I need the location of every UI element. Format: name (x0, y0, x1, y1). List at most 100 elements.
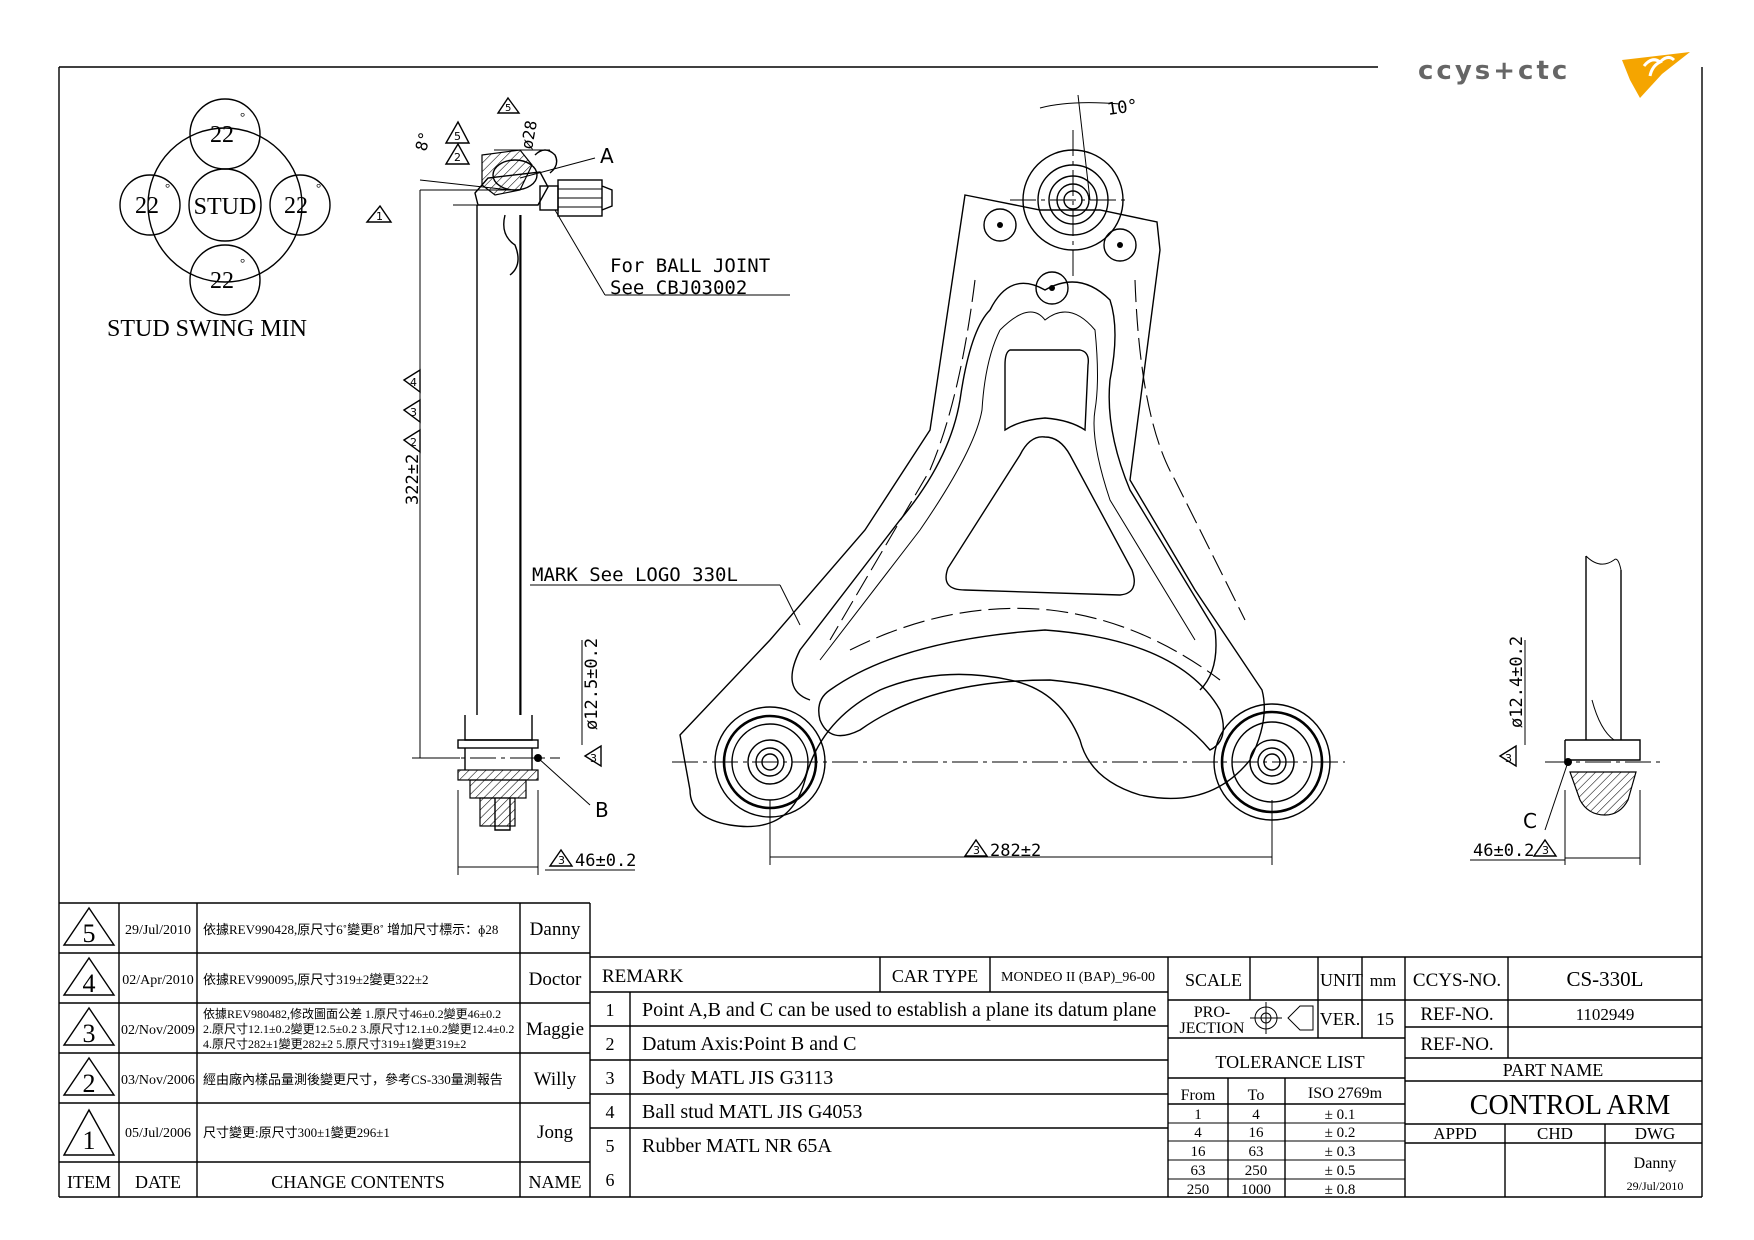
svg-text:250: 250 (1245, 1163, 1268, 1179)
svg-text:5: 5 (606, 1136, 615, 1156)
projection-symbol-icon (1250, 1002, 1314, 1034)
svg-text:Rubber MATL NR 65A: Rubber MATL NR 65A (642, 1135, 832, 1157)
svg-text:63: 63 (1191, 1163, 1206, 1179)
svg-text:JECTION: JECTION (1180, 1020, 1245, 1037)
part-name: CONTROL ARM (1470, 1090, 1671, 1121)
swing-left-value: 22 (135, 193, 159, 219)
svg-text:05/Jul/2006: 05/Jul/2006 (125, 1126, 191, 1141)
svg-text:± 0.1: ± 0.1 (1325, 1107, 1356, 1123)
dim-dia-12-5: ø12.5±0.2 (582, 638, 602, 730)
swing-title: STUD SWING MIN (107, 316, 307, 342)
svg-text:3: 3 (1505, 752, 1512, 765)
svg-text:16: 16 (1249, 1125, 1265, 1141)
svg-text:15: 15 (1376, 1009, 1394, 1029)
svg-text:5: 5 (83, 919, 96, 948)
dim-angle-8: 8° (412, 130, 435, 154)
svg-text:4: 4 (410, 376, 417, 389)
svg-text:UNIT: UNIT (1320, 970, 1363, 990)
right-detail-view: ø12.4±0.2 3 C 46±0.2 3 (1470, 555, 1665, 865)
svg-text:2: 2 (410, 436, 417, 449)
svg-text:REF-NO.: REF-NO. (1420, 1034, 1493, 1055)
svg-text:mm: mm (1370, 971, 1396, 990)
svg-text:DWG: DWG (1635, 1124, 1676, 1143)
svg-text:03/Nov/2006: 03/Nov/2006 (121, 1073, 195, 1088)
svg-text:CHANGE CONTENTS: CHANGE CONTENTS (271, 1172, 445, 1192)
svg-text:VER.: VER. (1320, 1009, 1361, 1029)
svg-text:Doctor: Doctor (529, 969, 582, 990)
callout-see-cbj: See CBJ03002 (610, 277, 747, 299)
svg-text:REF-NO.: REF-NO. (1420, 1004, 1493, 1025)
side-view (419, 149, 613, 831)
svg-text:Datum Axis:Point B and C: Datum Axis:Point B and C (642, 1033, 856, 1055)
company-logo: ccys+ctc (1418, 52, 1690, 98)
svg-text:DATE: DATE (135, 1172, 181, 1192)
svg-text:PART NAME: PART NAME (1503, 1060, 1603, 1080)
svg-text:CAR TYPE: CAR TYPE (892, 966, 978, 986)
svg-text:1102949: 1102949 (1576, 1005, 1635, 1024)
ccys-number: CS-330L (1566, 967, 1643, 991)
svg-text:CHD: CHD (1537, 1124, 1573, 1143)
svg-text:2.原尺寸12.1±0.2變更12.5±0.2 3.原尺寸1: 2.原尺寸12.1±0.2變更12.5±0.2 3.原尺寸12.1±0.2變更1… (203, 1021, 514, 1036)
svg-text:± 0.2: ± 0.2 (1325, 1125, 1356, 1141)
svg-text:16: 16 (1191, 1144, 1207, 1160)
dim-322: 322±2 (403, 454, 423, 505)
svg-text:CCYS-NO.: CCYS-NO. (1413, 970, 1501, 991)
svg-text:°: ° (240, 255, 245, 270)
svg-text:02/Nov/2009: 02/Nov/2009 (121, 1023, 195, 1038)
svg-text:經由廠內樣品量測後變更尺寸，參考CS-330量測報告: 經由廠內樣品量測後變更尺寸，參考CS-330量測報告 (203, 1072, 503, 1087)
svg-text:1: 1 (83, 1126, 96, 1155)
svg-text:Willy: Willy (534, 1069, 577, 1090)
dim-dia-28: ø28 (517, 119, 541, 151)
dim-46-left: 46±0.2 (575, 851, 636, 871)
svg-text:SCALE: SCALE (1185, 970, 1242, 990)
svg-text:ISO 2769m: ISO 2769m (1308, 1085, 1383, 1102)
svg-text:依據REV980482,修改圖面公差 1.原尺寸46±0.2: 依據REV980482,修改圖面公差 1.原尺寸46±0.2變更46±0.2 (203, 1006, 501, 1021)
svg-text:ccys+ctc: ccys+ctc (1418, 56, 1570, 86)
svg-text:2: 2 (606, 1034, 615, 1054)
point-a: A (600, 144, 614, 168)
svg-text:依據REV990095,原尺寸319±2變更322±2: 依據REV990095,原尺寸319±2變更322±2 (203, 972, 429, 987)
svg-text:From: From (1181, 1087, 1216, 1104)
svg-text:Point A,B and C can be used to: Point A,B and C can be used to establish… (642, 999, 1156, 1021)
svg-text:NAME: NAME (529, 1172, 582, 1192)
svg-text:Danny: Danny (530, 919, 581, 940)
svg-text:4.原尺寸282±1變更282±2 5.原尺寸319±1變更: 4.原尺寸282±1變更282±2 5.原尺寸319±1變更319±2 (203, 1036, 466, 1051)
swing-right-value: 22 (284, 193, 308, 219)
svg-text:1: 1 (606, 1000, 615, 1020)
svg-text:± 0.3: ± 0.3 (1325, 1144, 1356, 1160)
svg-text:°: ° (165, 180, 170, 195)
svg-text:Maggie: Maggie (526, 1019, 584, 1040)
svg-text:4: 4 (83, 969, 96, 998)
swing-center-label: STUD (194, 194, 257, 220)
svg-text:°: ° (240, 109, 245, 124)
stud-swing-diagram: STUD 22 22 22 22 ° ° ° ° STUD SWING MIN (107, 98, 331, 342)
svg-text:Danny: Danny (1634, 1155, 1677, 1172)
svg-text:4: 4 (606, 1102, 615, 1122)
svg-text:± 0.8: ± 0.8 (1325, 1182, 1356, 1198)
point-c: C (1523, 809, 1537, 833)
revision-triangle-1: 1 (365, 204, 393, 223)
swing-bottom-value: 22 (210, 268, 234, 294)
svg-text:2: 2 (454, 151, 461, 164)
svg-text:5: 5 (454, 130, 461, 143)
svg-text:3: 3 (973, 844, 980, 857)
svg-text:4: 4 (1194, 1125, 1202, 1141)
svg-text:4: 4 (1252, 1107, 1260, 1123)
svg-text:Jong: Jong (537, 1122, 573, 1143)
svg-text:PRO-: PRO- (1194, 1004, 1230, 1021)
svg-text:1: 1 (376, 210, 383, 223)
svg-text:63: 63 (1249, 1144, 1264, 1160)
svg-text:3: 3 (83, 1019, 96, 1048)
svg-text:依據REV990428,原尺寸6˚變更8˚ 增加尺寸標示：ɸ: 依據REV990428,原尺寸6˚變更8˚ 增加尺寸標示：ɸ28 (203, 922, 498, 937)
svg-text:REMARK: REMARK (602, 966, 684, 987)
svg-text:尺寸變更:原尺寸300±1變更296±1: 尺寸變更:原尺寸300±1變更296±1 (203, 1125, 390, 1140)
svg-text:29/Jul/2010: 29/Jul/2010 (125, 923, 191, 938)
svg-text:1000: 1000 (1241, 1182, 1271, 1198)
svg-text:MONDEO II (BAP)_96-00: MONDEO II (BAP)_96-00 (1001, 970, 1155, 985)
svg-text:To: To (1248, 1087, 1265, 1104)
svg-text:APPD: APPD (1433, 1124, 1476, 1143)
remark-table: REMARK CAR TYPE MONDEO II (BAP)_96-00 1 … (590, 956, 1702, 1197)
dim-282: 282±2 (990, 841, 1041, 861)
svg-text:02/Apr/2010: 02/Apr/2010 (122, 973, 194, 988)
